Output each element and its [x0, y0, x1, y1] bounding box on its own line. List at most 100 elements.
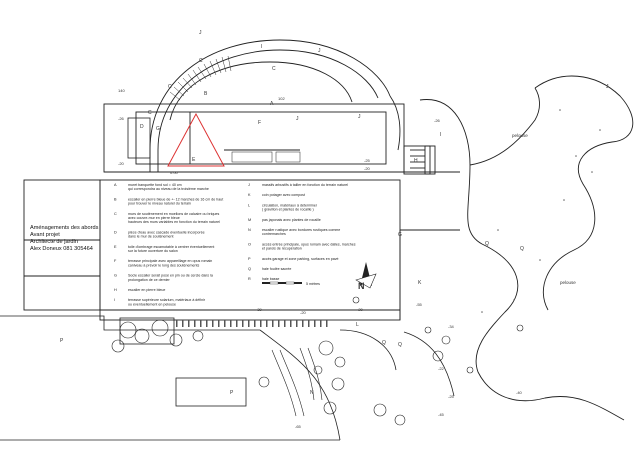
title-line-1: Aménagements des abords	[30, 225, 99, 231]
zone-label: J	[296, 116, 299, 122]
legend-right-key: Q	[248, 267, 251, 271]
scale-label: 5 mètres	[306, 282, 320, 286]
title-line-3: Architecte de jardin	[30, 239, 78, 245]
legend-left-text: terrasse principale avec appareillage en…	[128, 259, 212, 263]
level-label: 102	[278, 96, 285, 101]
legend-right-text: contremarches	[262, 232, 286, 236]
legend-right-text: massifs arbustifs à tailler en fonction …	[262, 183, 348, 187]
legend-left-text: escalier en pierre bleue	[128, 288, 165, 292]
zone-label: P	[230, 390, 234, 396]
level-label: -40	[516, 390, 523, 395]
level-label: -39	[256, 307, 263, 312]
shade-sail-e	[167, 112, 225, 167]
legend-left-text: pour trouver le niveau naturel du terrai…	[128, 202, 191, 206]
legend-right-text: circulation, matériaux à déterminer	[262, 203, 318, 207]
legend-left-key: F	[114, 259, 117, 263]
zone-label: F	[258, 120, 261, 126]
lawn-label: pelouse	[560, 280, 576, 285]
scale-bar: 5 mètres	[262, 281, 320, 286]
level-label: -45	[438, 412, 445, 417]
legend-left-key: I	[114, 298, 115, 302]
zone-label: H	[414, 158, 418, 164]
legend-left-text: murs de soutènement en moellons de calca…	[128, 212, 219, 216]
legend-right-key: O	[248, 242, 251, 246]
legend-right-key: M	[248, 218, 251, 222]
legend-left-text: prolongation de ce dernier	[128, 278, 171, 282]
zone-label: B	[204, 91, 208, 97]
legend-right-key: N	[248, 228, 251, 232]
level-label: -20	[357, 307, 364, 312]
zone-label: L	[356, 322, 359, 328]
legend-right-text: accès garage et zone parking, surfaces e…	[262, 257, 339, 261]
zone-label: J	[606, 84, 609, 90]
legend-left-text: sur la future ouverture du salon	[128, 249, 178, 253]
zone-label: C	[272, 66, 276, 72]
zone-label: G	[156, 126, 160, 132]
legend-left-text: toile d'ombrage escamotable à centrer év…	[128, 245, 214, 249]
legend-left-text: qui correspondra au niveau de la troisiè…	[128, 187, 209, 191]
zone-label: C	[148, 110, 152, 116]
north-arrow: N	[355, 262, 377, 291]
level-label: -26	[434, 118, 441, 123]
zone-label: A	[270, 101, 274, 107]
north-label: N	[358, 281, 365, 291]
legend-left-text: Socle escalier serait posé en pin ou de …	[128, 274, 213, 278]
legend-left-text: hauteurs des murs variables en fonction …	[128, 220, 220, 224]
lawn-boundary	[419, 75, 634, 421]
zone-label: C	[199, 58, 203, 64]
legend-left-key: B	[114, 197, 117, 201]
level-labels: 140-26102-200.00-25-20-26-39-20-20-55-34…	[118, 88, 523, 429]
level-label: -34	[448, 324, 455, 329]
zone-label: C	[168, 84, 172, 90]
legend-left-key: D	[114, 230, 117, 234]
legend-left-text: ou éventuellement en pelouse	[128, 302, 176, 306]
water-feature-d	[127, 117, 151, 159]
title-block: Aménagements des abords Avant projet Arc…	[30, 225, 99, 252]
curved-steps-n	[271, 347, 323, 417]
legend-right-text: ( gravillon et plantes de rocaille )	[262, 208, 314, 212]
level-label: -25	[364, 158, 371, 163]
lower-area	[0, 315, 455, 441]
level-label: -26	[118, 116, 125, 121]
legend-right-text: haie foulée sacrée	[262, 267, 291, 271]
arched-walls	[149, 39, 401, 172]
legend-left-text: terrasse supérieure solarium, matériaux …	[128, 298, 206, 302]
hedge-row	[176, 320, 328, 327]
zone-label: Q	[398, 342, 402, 348]
title-line-2: Avant projet	[30, 232, 60, 238]
zone-label: J	[318, 48, 321, 54]
lawn-labels: pelouse pelouse	[512, 133, 576, 285]
legend-right-text: accès entrée principale, opus romain ave…	[262, 242, 356, 246]
legend-right-key: L	[248, 203, 250, 207]
house-outline	[23, 179, 460, 321]
zone-label: P	[60, 338, 64, 344]
zone-label: Q	[485, 241, 489, 247]
level-label: -20	[364, 166, 371, 171]
zone-label: E	[192, 157, 196, 163]
level-label: -25	[448, 394, 455, 399]
level-label: -20	[118, 161, 125, 166]
level-label: -55	[416, 302, 423, 307]
legend-right-text: et parois de récupération	[262, 247, 302, 251]
title-line-4: Alex Doneux 081 305464	[30, 246, 93, 252]
zone-label: Q	[382, 340, 386, 346]
paving-dots	[481, 109, 601, 313]
zone-label: Q	[520, 246, 524, 252]
level-label: -65	[295, 424, 302, 429]
zone-label: J	[358, 114, 361, 120]
level-label: -22	[438, 366, 445, 371]
legend-right-text: coin potager avec compost	[262, 193, 305, 197]
legend-right-text: haie basse	[262, 277, 279, 281]
legend-left-key: A	[114, 183, 117, 187]
zone-label: N	[310, 390, 314, 396]
stairs-b	[169, 55, 232, 101]
lawn-label: pelouse	[512, 133, 528, 138]
legend-left-key: H	[114, 288, 117, 292]
legend-right-key: J	[248, 183, 250, 187]
legend-left-key: C	[114, 212, 117, 216]
legend-left-text: pièce d'eau avec cascade éventuelle inco…	[128, 230, 205, 234]
